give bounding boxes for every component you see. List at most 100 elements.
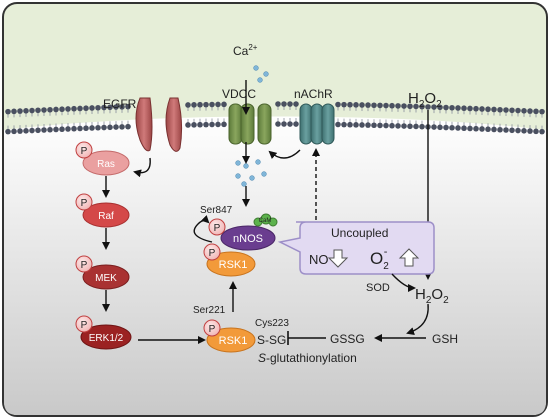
lipid-head bbox=[191, 102, 197, 108]
gssg-label: GSSG bbox=[330, 332, 365, 346]
lipid-head bbox=[23, 108, 29, 114]
calcium-ion bbox=[261, 171, 267, 177]
lipid-head bbox=[365, 102, 371, 108]
lipid-head bbox=[125, 103, 131, 110]
lipid-head bbox=[467, 125, 473, 132]
lipid-head bbox=[113, 104, 119, 110]
lipid-head bbox=[203, 101, 209, 108]
lipid-head bbox=[275, 121, 281, 127]
lipid-head bbox=[281, 121, 287, 127]
uncoupled-label: Uncoupled bbox=[331, 226, 388, 240]
lipid-head bbox=[461, 105, 467, 112]
lipid-head bbox=[77, 105, 83, 112]
h2o2-extracellular-label: H2O2 bbox=[408, 90, 442, 110]
lipid-head bbox=[197, 101, 203, 108]
lipid-head bbox=[395, 123, 401, 129]
s-sg-label: S-SG bbox=[257, 333, 286, 347]
lipid-head bbox=[503, 127, 509, 133]
lipid-head bbox=[491, 126, 497, 133]
lipid-head bbox=[335, 101, 341, 108]
lipid-head bbox=[293, 121, 299, 127]
calcium-ion bbox=[255, 159, 261, 165]
calcium-ion bbox=[263, 71, 269, 77]
lipid-head bbox=[203, 121, 209, 128]
egfr-label: EGFR bbox=[103, 97, 137, 111]
rsk1-lower-node bbox=[206, 327, 256, 353]
lipid-head bbox=[515, 127, 521, 134]
vdcc-channel bbox=[228, 103, 272, 145]
calcium-ion bbox=[249, 175, 255, 181]
no-down-icon bbox=[327, 249, 349, 268]
vdcc-label: VDCC bbox=[222, 87, 256, 101]
lipid-head bbox=[425, 104, 431, 110]
lipid-head bbox=[41, 127, 47, 133]
lipid-head bbox=[521, 128, 527, 134]
erk-node bbox=[80, 324, 132, 350]
lipid-head bbox=[353, 122, 359, 128]
lipid-head bbox=[77, 125, 83, 132]
rsk1-upper-phospho-label: P bbox=[209, 248, 216, 259]
lipid-head bbox=[11, 128, 17, 135]
calcium-ion bbox=[253, 65, 259, 71]
lipid-head bbox=[23, 128, 29, 134]
lipid-head bbox=[35, 127, 41, 134]
calcium-ions bbox=[235, 65, 269, 187]
lipid-head bbox=[335, 121, 341, 128]
lipid-head bbox=[473, 125, 479, 132]
lipid-head bbox=[383, 102, 389, 109]
lipid-head bbox=[59, 106, 65, 113]
lipid-head bbox=[497, 106, 503, 113]
mek-phospho-badge bbox=[75, 255, 93, 273]
lipid-head bbox=[209, 121, 215, 128]
lipid-head bbox=[29, 127, 35, 134]
raf-node bbox=[82, 202, 130, 228]
lipid-head bbox=[437, 104, 443, 111]
lipid-head bbox=[479, 126, 485, 132]
lipid-head bbox=[113, 124, 119, 130]
rsk1-upper-label: RSK1 bbox=[219, 259, 248, 271]
lipid-head bbox=[521, 108, 527, 114]
raf-phospho-badge bbox=[75, 193, 93, 211]
lipid-head bbox=[431, 124, 437, 130]
h2o2-to-gssg-arrow bbox=[406, 303, 429, 335]
lipid-head bbox=[341, 121, 347, 128]
lipid-head bbox=[95, 124, 101, 131]
lipid-head bbox=[209, 101, 215, 108]
lipid-head bbox=[47, 106, 53, 113]
lipid-head bbox=[371, 122, 377, 129]
lipid-head bbox=[95, 104, 101, 111]
lipid-head bbox=[41, 107, 47, 113]
lipid-head bbox=[503, 107, 509, 113]
lipid-head bbox=[5, 128, 11, 135]
lipid-head bbox=[53, 126, 59, 133]
calcium-ion bbox=[241, 181, 247, 187]
lipid-head bbox=[443, 124, 449, 131]
lipid-head bbox=[461, 125, 467, 132]
lipid-head bbox=[185, 122, 191, 128]
lipid-head bbox=[407, 103, 413, 110]
cam-label: CaM bbox=[259, 218, 272, 224]
lipid-head bbox=[29, 107, 35, 114]
lipid-head bbox=[287, 121, 293, 127]
lipid-head bbox=[53, 106, 59, 113]
lipid-head bbox=[89, 105, 95, 111]
lipid-head bbox=[287, 101, 293, 107]
lipid-head bbox=[119, 104, 125, 110]
lipid-head bbox=[389, 102, 395, 109]
lipid-head bbox=[509, 107, 515, 114]
lipid-head bbox=[71, 105, 77, 112]
lipid-head bbox=[527, 108, 533, 114]
erk-phospho-label: P bbox=[81, 320, 88, 331]
lipid-head bbox=[479, 106, 485, 112]
lipid-head bbox=[413, 123, 419, 130]
lipid-head bbox=[419, 103, 425, 110]
lipid-head bbox=[443, 104, 449, 111]
lipid-head bbox=[389, 122, 395, 129]
mek-label: MEK bbox=[95, 273, 117, 284]
mek-phospho-label: P bbox=[81, 260, 88, 271]
rsk1-lower-phospho-label: P bbox=[209, 324, 216, 335]
lipid-head bbox=[293, 101, 299, 107]
nnos-label: nNOS bbox=[233, 233, 263, 245]
